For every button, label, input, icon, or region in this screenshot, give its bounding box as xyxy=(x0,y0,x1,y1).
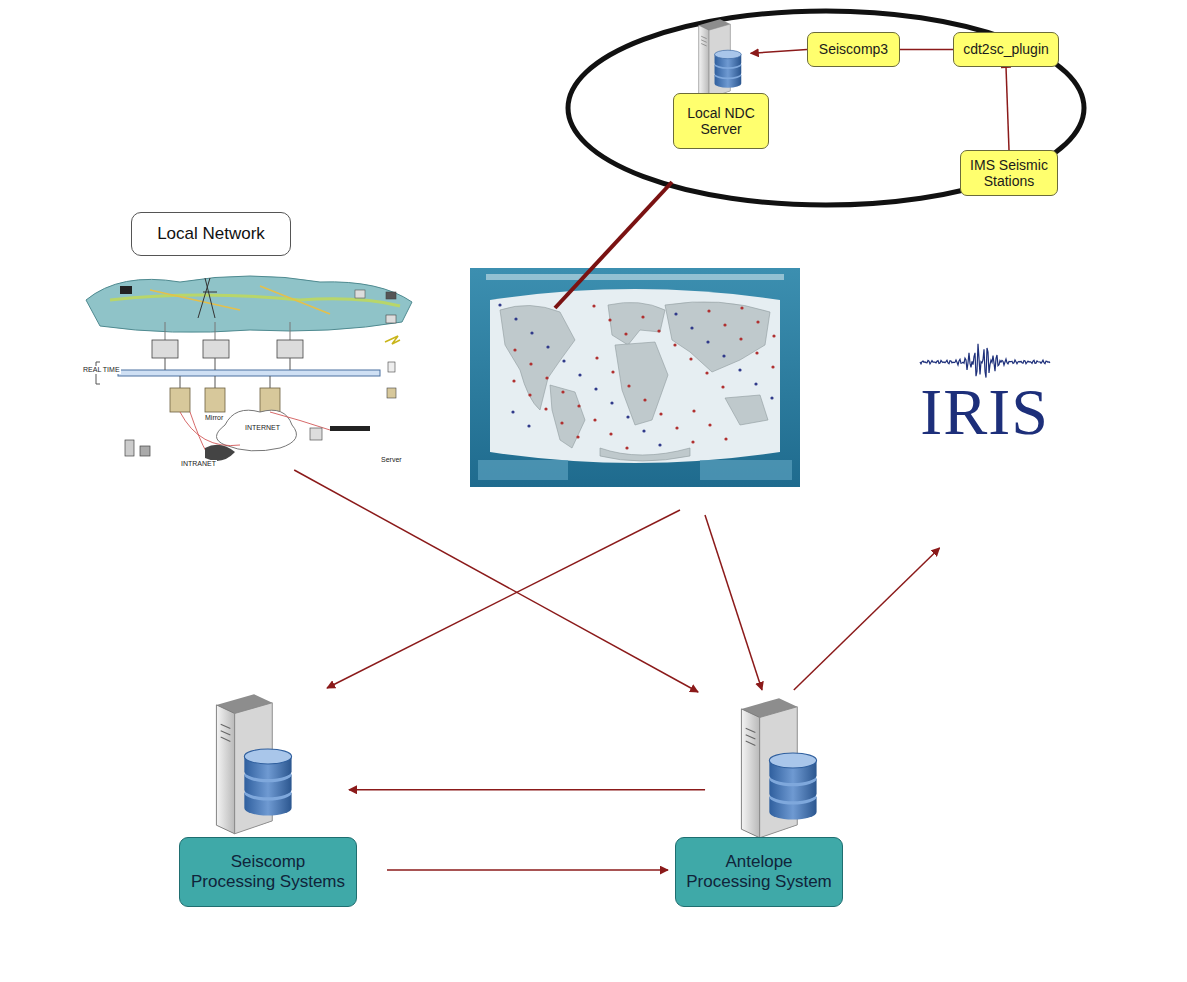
connector xyxy=(294,470,698,692)
label-box: Local Network xyxy=(131,212,291,256)
logo-text: IRIS xyxy=(920,379,1049,445)
small-label: REAL TIME xyxy=(82,366,121,374)
label-box: Seiscomp Processing Systems xyxy=(179,837,357,907)
logo-node: IRIS xyxy=(912,340,1057,445)
server-node: Seiscomp Processing Systems xyxy=(176,690,360,907)
small-label: Server xyxy=(380,456,403,464)
stations-box: IMS Seismic Stations xyxy=(960,150,1058,196)
connector xyxy=(349,789,705,791)
node-text: cdt2sc_plugin xyxy=(963,41,1049,57)
label-box: Local NDC Server xyxy=(673,93,769,149)
node-text: IMS Seismic Stations xyxy=(966,157,1052,189)
server-node: Local NDC Server xyxy=(668,18,774,149)
server-node: Antelope Processing System xyxy=(672,690,846,907)
node-text: Local Network xyxy=(157,224,265,244)
small-label: INTERNET xyxy=(244,424,281,432)
plugin-box: Seiscomp3 xyxy=(807,32,900,67)
connector xyxy=(794,548,940,690)
node-text: Local NDC Server xyxy=(679,105,763,137)
node-text: Seiscomp3 xyxy=(819,41,888,57)
label-box: Antelope Processing System xyxy=(675,837,843,907)
small-label: INTRANET xyxy=(180,460,217,468)
connector xyxy=(1006,67,1009,150)
node-text: Antelope Processing System xyxy=(684,852,834,891)
node-text: Seiscomp Processing Systems xyxy=(188,852,348,891)
plugin-box: cdt2sc_plugin xyxy=(953,32,1059,67)
connector xyxy=(387,869,668,871)
connector xyxy=(900,49,953,51)
connector xyxy=(751,50,807,54)
small-label: Mirror xyxy=(204,414,224,422)
